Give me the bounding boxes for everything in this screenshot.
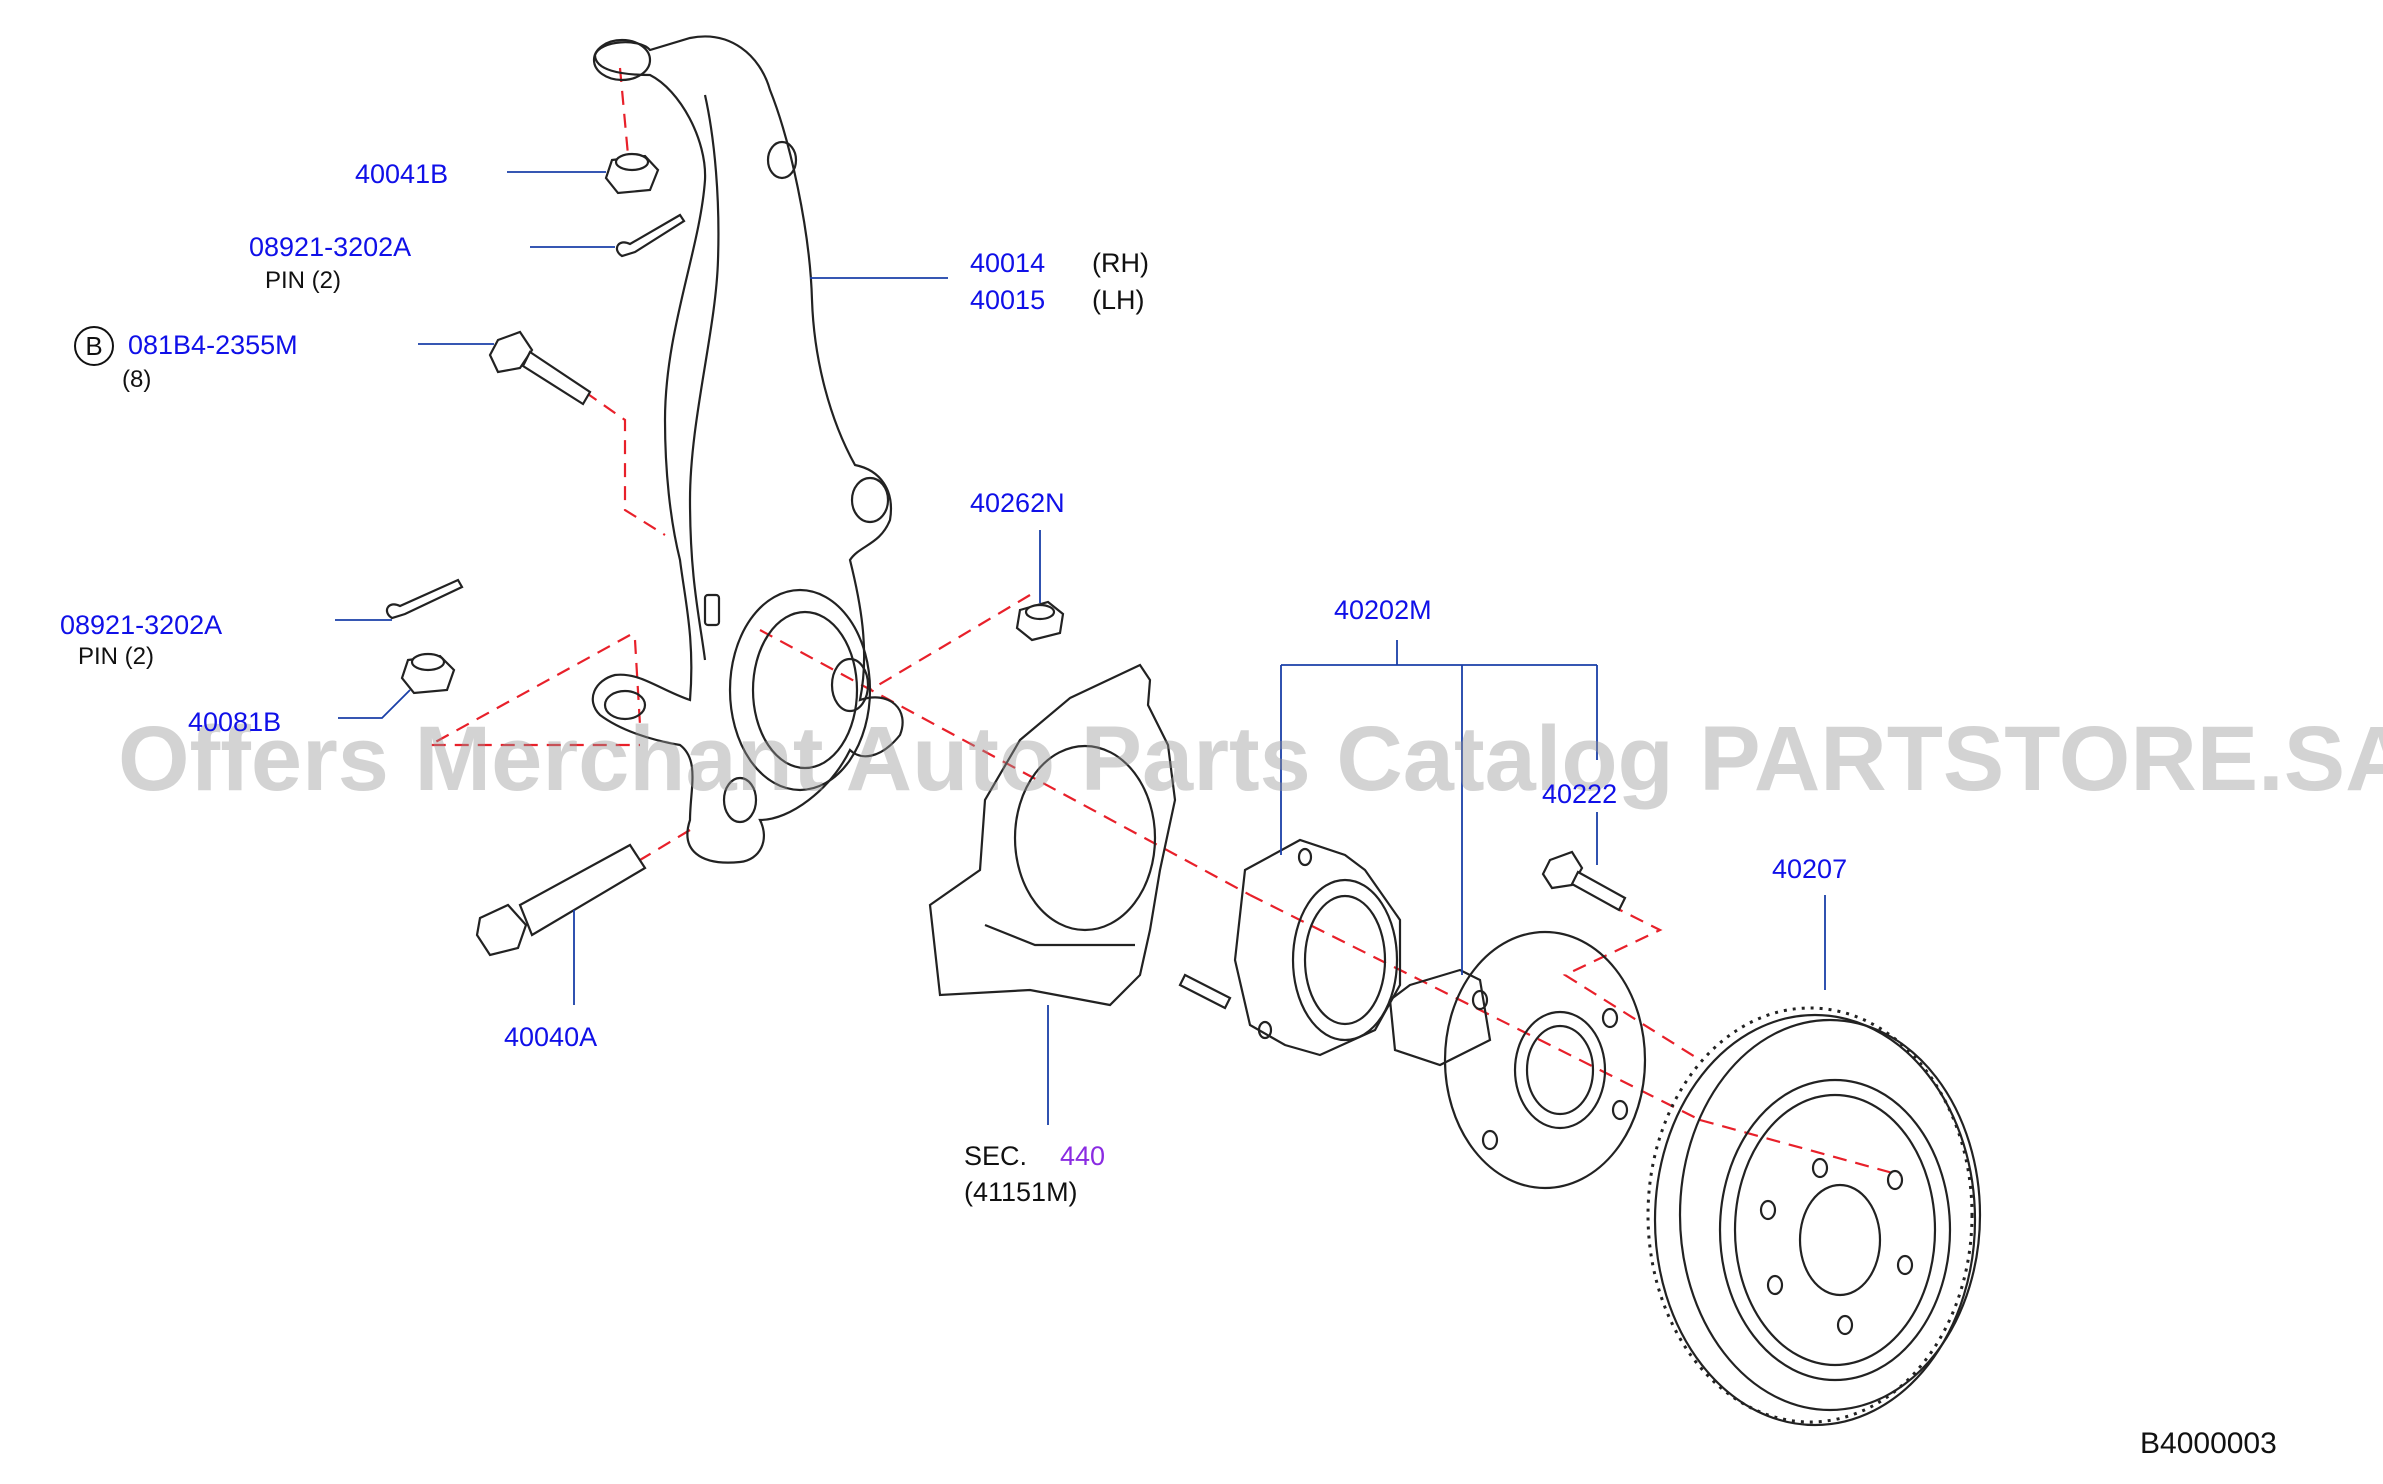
qty-8: (8): [122, 366, 152, 393]
steering-knuckle: [591, 35, 904, 864]
leader-lines: [335, 171, 1826, 1125]
part-40222[interactable]: 40222: [1542, 779, 1618, 809]
part-40041B[interactable]: 40041B: [355, 159, 449, 189]
hardware-parts: [385, 152, 1627, 957]
circle-b-marker: B: [74, 326, 114, 366]
part-081B4-2355M[interactable]: 081B4-2355M: [128, 330, 298, 360]
part-40207[interactable]: 40207: [1772, 854, 1848, 884]
section-link-440[interactable]: 440: [1060, 1141, 1106, 1171]
assembly-centerlines: [429, 67, 1901, 1177]
section-prefix: SEC.: [964, 1141, 1028, 1171]
part-40262N[interactable]: 40262N: [970, 488, 1065, 518]
rh-label: (RH): [1092, 248, 1149, 278]
part-40081B[interactable]: 40081B: [188, 707, 282, 737]
dust-shield-backing-plate: [928, 663, 1177, 1007]
part-40040A[interactable]: 40040A: [504, 1022, 598, 1052]
lh-label: (LH): [1092, 285, 1145, 315]
part-40014[interactable]: 40014: [970, 248, 1046, 278]
pin-qty-top: PIN (2): [265, 267, 342, 294]
part-08921-top[interactable]: 08921-3202A: [249, 232, 412, 262]
pin-qty-mid: PIN (2): [78, 643, 155, 670]
part-08921-mid[interactable]: 08921-3202A: [60, 610, 223, 640]
brake-rotor: [1646, 1006, 1982, 1427]
section-subcode: (41151M): [964, 1177, 1078, 1207]
part-40015[interactable]: 40015: [970, 285, 1046, 315]
part-40202M[interactable]: 40202M: [1334, 595, 1432, 625]
hub-bearing-assembly: [1178, 838, 1647, 1190]
watermark-text: Offers Merchant Auto Parts Catalog PARTS…: [118, 708, 2383, 810]
diagram-code: B4000003: [2140, 1427, 2277, 1460]
